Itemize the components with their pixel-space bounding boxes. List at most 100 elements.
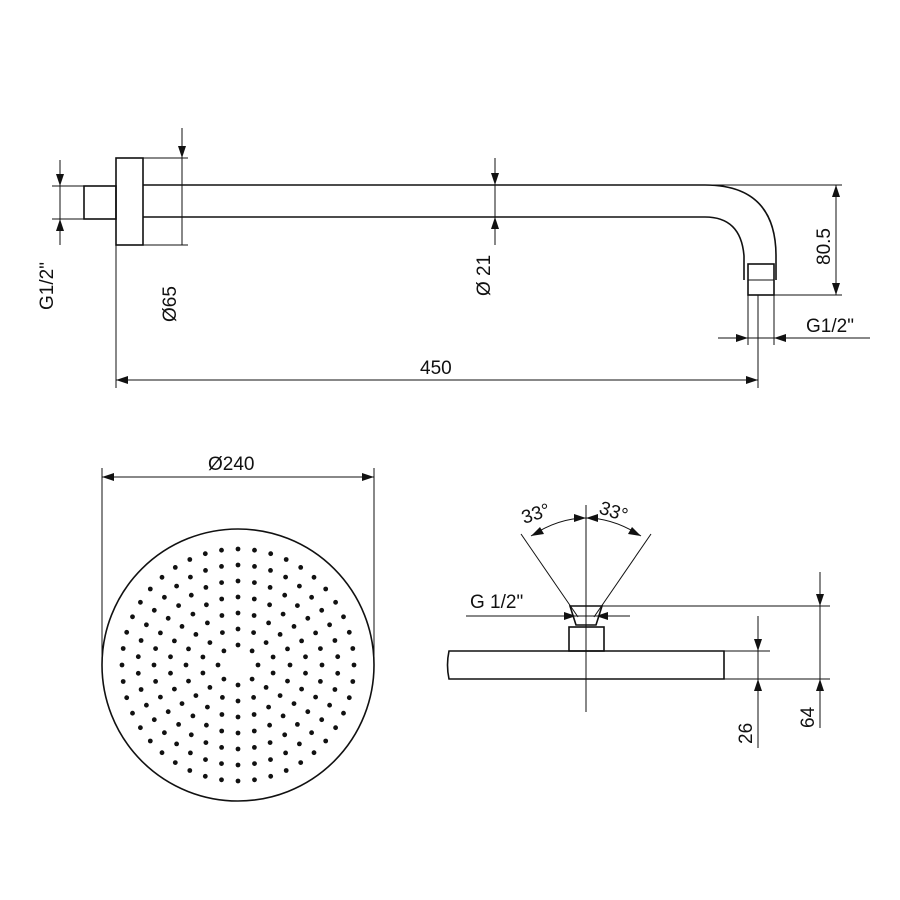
nozzle-dot <box>251 630 256 635</box>
nozzle-dot <box>346 695 352 701</box>
nozzle-dot <box>305 709 311 715</box>
nozzle-dot <box>252 547 257 553</box>
nozzle-dot <box>235 714 241 720</box>
nozzle-dot <box>305 615 311 621</box>
dim-side-thread: G 1/2" <box>466 592 630 620</box>
nozzle-dot <box>144 622 149 628</box>
nozzle-dot <box>124 695 130 701</box>
nozzle-pattern <box>119 546 357 784</box>
nozzle-dot <box>174 741 180 747</box>
nozzle-dot <box>235 610 241 616</box>
nozzle-dot <box>179 701 185 706</box>
nozzle-dot <box>179 624 185 629</box>
nozzle-dot <box>285 678 290 684</box>
nozzle-dot <box>165 615 171 621</box>
nozzle-dot <box>303 654 308 660</box>
nozzle-dot <box>346 629 352 635</box>
nozzle-dot <box>235 746 241 752</box>
nozzle-dot <box>187 557 193 562</box>
nozzle-dot <box>291 624 297 629</box>
dim-label-total-height: 64 <box>798 706 819 728</box>
nozzle-dot <box>202 773 208 779</box>
dim-flange-diameter: Ø65 <box>143 128 188 322</box>
nozzle-dot <box>221 648 227 654</box>
nozzle-dot <box>219 712 225 717</box>
dim-head-diameter: Ø240 <box>101 454 375 665</box>
nozzle-dot <box>138 638 144 643</box>
nozzle-dot <box>135 670 141 676</box>
nozzle-dot <box>303 670 308 676</box>
nozzle-dot <box>144 702 149 708</box>
nozzle-dot <box>188 592 194 598</box>
nozzle-dot <box>158 694 163 700</box>
nozzle-dot <box>219 761 224 766</box>
nozzle-dot <box>176 722 182 727</box>
nozzle-dot <box>138 599 143 605</box>
nozzle-dot <box>268 773 274 779</box>
nozzle-dot <box>311 574 317 580</box>
nozzle-dot <box>327 702 332 708</box>
nozzle-dot <box>319 662 325 668</box>
dim-label-head-diameter: Ø240 <box>208 454 254 475</box>
nozzle-dot <box>235 546 241 552</box>
nozzle-dot <box>249 648 255 654</box>
nozzle-dot <box>219 728 225 734</box>
nozzle-dot <box>172 760 178 765</box>
nozzle-dot <box>172 686 177 692</box>
shower-head-outline <box>101 528 375 802</box>
nozzle-dot <box>151 662 157 668</box>
dim-outlet-thread: G1/2" <box>718 295 870 345</box>
nozzle-dot <box>311 750 317 756</box>
nozzle-dot <box>200 654 206 660</box>
nozzle-dot <box>350 646 356 651</box>
nozzle-dot <box>267 722 272 728</box>
nozzle-dot <box>267 602 272 608</box>
nozzle-dot <box>235 682 241 688</box>
nozzle-dot <box>282 592 288 598</box>
arm-tube-inner <box>143 216 745 280</box>
nozzle-dot <box>266 704 271 710</box>
nozzle-dot <box>205 620 210 626</box>
nozzle-dot <box>203 585 209 590</box>
nozzle-dot <box>313 630 318 636</box>
nozzle-dot <box>283 557 289 562</box>
nozzle-dot <box>252 564 257 569</box>
arm-tube-outer <box>143 184 777 280</box>
dim-label-inlet-thread: G1/2" <box>37 262 58 310</box>
dim-head-thickness: 26 <box>724 616 770 748</box>
wall-flange <box>115 157 144 246</box>
nozzle-dot <box>251 728 257 734</box>
nozzle-dot <box>200 670 206 676</box>
nozzle-dot <box>159 574 165 580</box>
nozzle-dot <box>267 585 273 590</box>
nozzle-dot <box>332 638 338 643</box>
nozzle-dot <box>323 738 329 744</box>
nozzle-dot <box>120 679 126 684</box>
nozzle-dot <box>333 599 338 605</box>
nozzle-dot <box>219 547 224 553</box>
nozzle-dot <box>266 620 271 626</box>
shower-arm-drawing <box>83 157 777 296</box>
nozzle-dot <box>162 730 167 736</box>
head-body-side <box>446 650 725 680</box>
nozzle-dot <box>124 629 130 635</box>
nozzle-dot <box>219 777 224 783</box>
nozzle-dot <box>235 626 241 632</box>
nozzle-dot <box>333 725 338 731</box>
nozzle-dot <box>138 687 144 692</box>
nozzle-dot <box>188 574 193 580</box>
nozzle-dot <box>297 741 302 747</box>
nozzle-dot <box>207 685 213 690</box>
nozzle-dot <box>251 596 257 602</box>
nozzle-dot <box>267 740 273 745</box>
nozzle-dot <box>327 622 332 628</box>
nozzle-dot <box>351 662 357 668</box>
nozzle-dot <box>277 632 283 637</box>
nozzle-dot <box>235 578 241 584</box>
nozzle-dot <box>130 614 135 620</box>
nozzle-dot <box>270 654 276 660</box>
nozzle-dot <box>268 551 274 557</box>
nozzle-dot <box>295 603 300 608</box>
nozzle-dot <box>193 693 199 698</box>
